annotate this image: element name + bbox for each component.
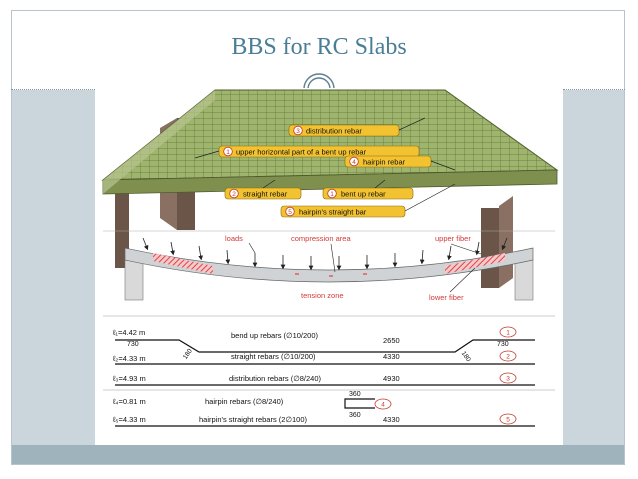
slab-3d-view: 3 distribution rebar 1 upper horizontal …	[101, 89, 559, 288]
svg-text:1: 1	[330, 191, 334, 198]
label-upper-horizontal-part: 1 upper horizontal part of a bent up reb…	[194, 145, 420, 159]
svg-text:4330: 4330	[383, 352, 400, 361]
svg-text:3: 3	[296, 128, 300, 135]
slab-cross-section: loads compression area upper fiber tensi…	[103, 230, 555, 302]
label-compression-area: compression area	[291, 234, 351, 243]
rc-slab-drawing: 3 distribution rebar 1 upper horizontal …	[101, 89, 559, 427]
rc-slab-figure: 3 distribution rebar 1 upper horizontal …	[95, 88, 563, 445]
right-column	[481, 208, 499, 288]
label-hairpin-rebar: 4 hairpin rebar	[344, 155, 456, 171]
label-tension-zone: tension zone	[301, 291, 344, 300]
label-straight-rebar: 2 straight rebar	[224, 179, 302, 200]
svg-text:3: 3	[506, 376, 510, 383]
svg-text:730: 730	[497, 341, 509, 348]
svg-text:5: 5	[506, 417, 510, 424]
svg-text:180: 180	[182, 348, 194, 361]
left-support	[124, 259, 144, 301]
svg-text:360: 360	[349, 412, 361, 419]
compression-left	[153, 253, 213, 274]
arch-ornament-icon	[303, 73, 335, 90]
svg-text:2: 2	[232, 191, 236, 198]
svg-text:hairpin rebar: hairpin rebar	[363, 158, 406, 167]
schedule-row-5: ℓ₅=4.33 m hairpin's straight rebars (2∅1…	[112, 413, 535, 427]
schedule-row-4: ℓ₄=0.81 m hairpin rebars (∅8/240) 360 36…	[112, 391, 392, 419]
svg-text:360: 360	[349, 391, 361, 398]
svg-text:hairpin rebars (∅8/240): hairpin rebars (∅8/240)	[205, 397, 284, 406]
svg-text:180: 180	[460, 350, 472, 363]
svg-text:upper horizontal part of a ben: upper horizontal part of a bent up rebar	[236, 148, 367, 157]
svg-text:hairpin's straight bar: hairpin's straight bar	[299, 208, 367, 217]
svg-text:bent up rebar: bent up rebar	[341, 190, 386, 199]
label-upper-fiber: upper fiber	[435, 234, 471, 243]
schedule-row-3: ℓ₃=4.93 m distribution rebars (∅8/240) 4…	[112, 372, 535, 386]
tension-marks	[295, 273, 367, 277]
svg-text:5: 5	[288, 209, 292, 216]
svg-text:1: 1	[506, 330, 510, 337]
bottom-band	[11, 445, 625, 465]
load-arrows	[142, 237, 508, 271]
svg-text:2: 2	[506, 354, 510, 361]
svg-text:ℓ₅=4.33 m: ℓ₅=4.33 m	[112, 415, 146, 424]
label-bent-up-rebar: 1 bent up rebar	[322, 179, 414, 200]
label-loads: loads	[225, 234, 243, 243]
svg-text:ℓ₁=4.42 m: ℓ₁=4.42 m	[112, 328, 145, 337]
svg-text:2650: 2650	[383, 336, 400, 345]
svg-text:ℓ₃=4.93 m: ℓ₃=4.93 m	[112, 374, 146, 383]
svg-text:ℓ₄=0.81 m: ℓ₄=0.81 m	[112, 397, 146, 406]
svg-text:distribution rebar: distribution rebar	[306, 127, 362, 136]
svg-text:4930: 4930	[383, 374, 400, 383]
schedule-row-2: ℓ₂=4.33 m straight rebars (∅10/200) 4330…	[112, 350, 535, 365]
svg-text:straight rebar: straight rebar	[243, 190, 288, 199]
svg-text:1: 1	[226, 149, 230, 156]
compression-right	[445, 253, 505, 274]
divider-left	[11, 89, 95, 90]
label-distribution-rebar: 3 distribution rebar	[288, 117, 426, 137]
svg-text:distribution rebars (∅8/240): distribution rebars (∅8/240)	[229, 374, 321, 383]
label-hairpins-straight-bar: 5 hairpin's straight bar	[280, 183, 456, 218]
right-support	[514, 259, 534, 301]
slide-title: BBS for RC Slabs	[231, 34, 407, 60]
bar-bending-schedule: ℓ₁=4.42 m 730 bend up rebars (∅10/200) 2…	[103, 315, 555, 427]
deflected-slab	[124, 247, 534, 283]
svg-text:4: 4	[381, 402, 385, 409]
svg-text:4: 4	[352, 159, 356, 166]
svg-text:bend up rebars (∅10/200): bend up rebars (∅10/200)	[231, 331, 319, 340]
svg-text:4330: 4330	[383, 415, 400, 424]
svg-text:straight rebars (∅10/200): straight rebars (∅10/200)	[231, 352, 316, 361]
svg-text:ℓ₂=4.33 m: ℓ₂=4.33 m	[112, 354, 146, 363]
svg-text:730: 730	[127, 341, 139, 348]
label-lower-fiber: lower fiber	[429, 293, 464, 302]
divider-right	[563, 89, 625, 90]
schedule-row-1: ℓ₁=4.42 m 730 bend up rebars (∅10/200) 2…	[112, 326, 535, 363]
slide-frame	[11, 10, 625, 465]
svg-text:hairpin's straight rebars (2∅1: hairpin's straight rebars (2∅100)	[199, 415, 308, 424]
